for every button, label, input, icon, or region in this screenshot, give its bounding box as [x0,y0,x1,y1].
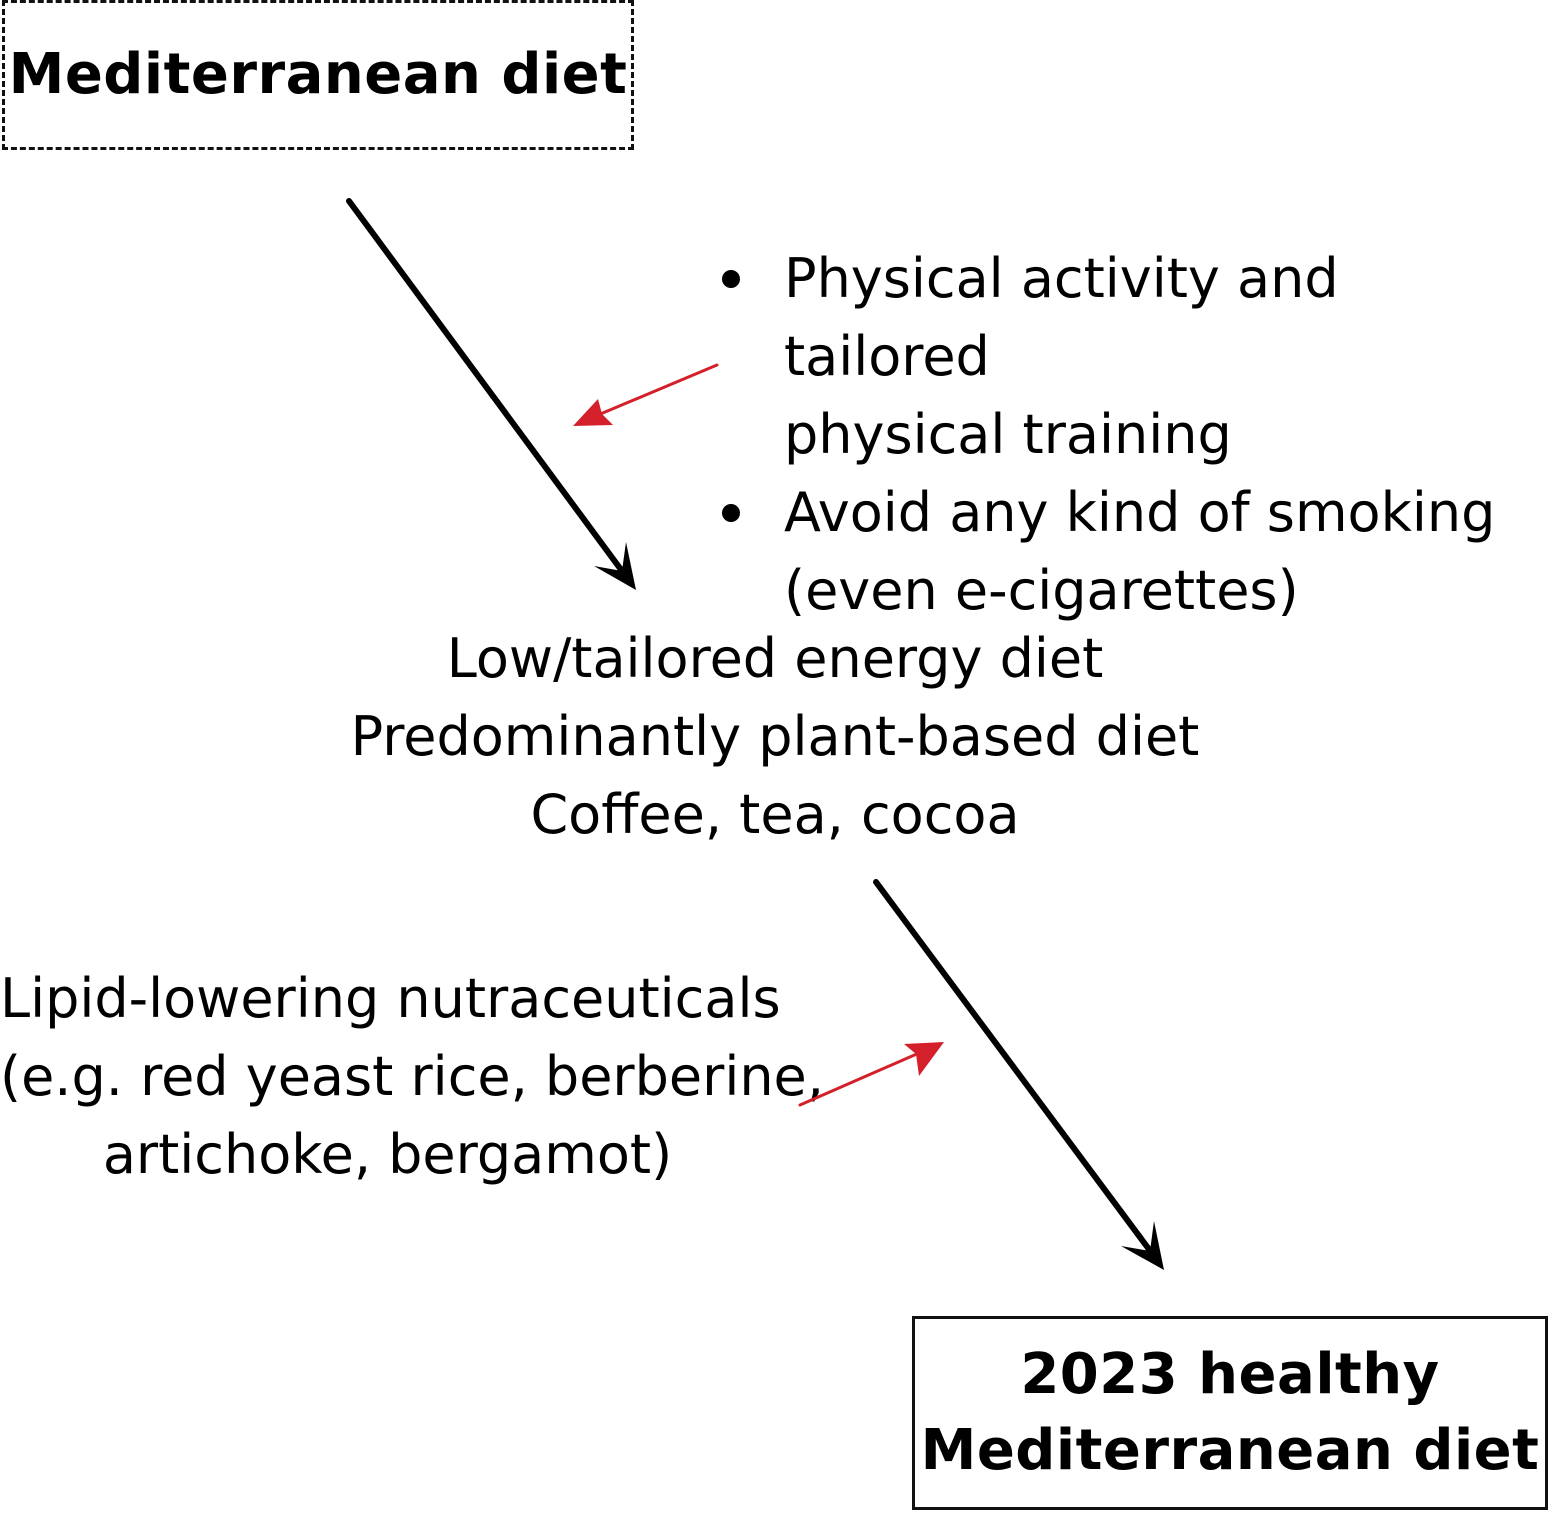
modifier-line: (even e-cigarettes) [784,559,1299,622]
start-box-label: Mediterranean diet [8,42,628,107]
modifier-line: physical training [784,403,1232,466]
main-arrow-2 [873,879,1164,1270]
middle-step-text: Low/tailored energy diet Predominantly p… [330,620,1220,854]
middle-step-line: Low/tailored energy diet [446,627,1104,690]
bullet-icon [722,504,740,522]
end-box-healthy-mediterranean-diet: 2023 healthy Mediterranean diet [912,1316,1548,1510]
lifestyle-modifiers-list: Physical activity and tailored physical … [718,240,1548,630]
modifier-arrow-bottom [798,1042,944,1107]
nutraceuticals-line: (e.g. red yeast rice, berberine, [0,1045,824,1108]
modifier-line: Physical activity and tailored [784,247,1339,388]
nutraceuticals-line: artichoke, bergamot) [102,1123,673,1186]
end-box-line: Mediterranean diet [920,1418,1540,1483]
modifier-line: Avoid any kind of smoking [784,481,1496,544]
end-box-line: 2023 healthy [1020,1342,1440,1407]
nutraceuticals-text: Lipid-lowering nutraceuticals (e.g. red … [0,960,824,1194]
bullet-icon [722,270,740,288]
modifier-arrow-top [573,363,719,426]
list-item: Physical activity and tailored physical … [718,240,1548,474]
list-item: Avoid any kind of smoking (even e-cigare… [718,474,1548,630]
start-box-mediterranean-diet: Mediterranean diet [2,0,634,150]
main-arrow-1 [346,198,636,590]
middle-step-line: Predominantly plant-based diet [350,705,1200,768]
nutraceuticals-line: Lipid-lowering nutraceuticals [0,967,781,1030]
middle-step-line: Coffee, tea, cocoa [530,783,1020,846]
